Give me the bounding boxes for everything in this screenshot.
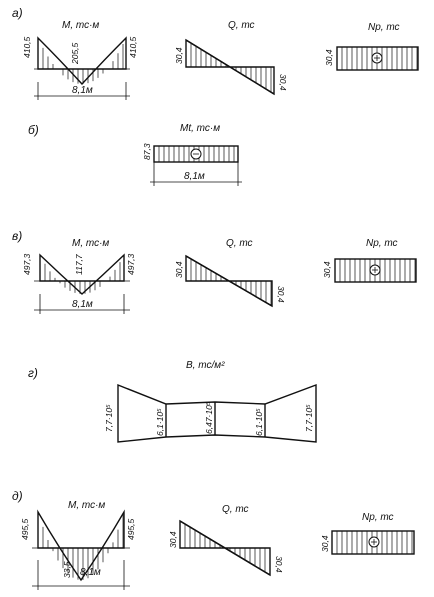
bimoment-title: B, тс/м²: [186, 360, 225, 371]
hatching: [336, 531, 413, 554]
bimoment-outline: [117, 383, 317, 443]
shear-title: Q, тс: [222, 504, 249, 515]
normal-title: Nр, тс: [366, 238, 398, 249]
moment-title: M, тс·м: [68, 500, 105, 511]
normal-rect: [331, 530, 415, 555]
bimoment-diagram: B, тс/м² 7,7·10⁵ 6,1·10⁵ 6,47·10⁵ 6,1·10…: [104, 360, 317, 443]
moment-curve: [37, 509, 125, 582]
torque-diagram: Mt, тс·м ⊖ 87,3 8,1м: [142, 123, 242, 186]
shear-diagram-v: Q, тс 30,4 30,4: [174, 238, 286, 308]
moment-mid-value: 33,5: [62, 561, 72, 578]
moment-diagram-d: M, тс·м 495,5 33,5 495,5 8,1м: [20, 500, 136, 590]
normal-diagram-d: Nр, тс ⊕ 30,4: [320, 512, 415, 555]
section-b-marker: б): [28, 123, 39, 137]
normal-title: Nр, тс: [368, 22, 400, 33]
shear-left-value: 30,4: [174, 47, 184, 64]
bimoment-value-3: 6,47·10⁵: [204, 401, 214, 434]
torque-rect: [153, 145, 239, 163]
span-label: 8,1м: [184, 171, 205, 182]
shear-right-value: 30,4: [276, 286, 286, 303]
moment-right-value: 495,5: [126, 518, 136, 540]
normal-value: 30,4: [320, 535, 330, 552]
shear-title: Q, тс: [226, 238, 253, 249]
moment-curve: [39, 253, 125, 295]
section-v: в) M, тс·м 497,3 117,7 497,3 8,1м Q, тс …: [12, 229, 417, 314]
section-a-marker: а): [12, 6, 23, 20]
moment-right-value: 497,3: [126, 253, 136, 275]
shear-diagram-a: Q, тс 30,4 30,4: [174, 20, 288, 96]
moment-right-value: 410,5: [128, 36, 138, 58]
bimoment-value-4: 6,1·10⁵: [254, 408, 264, 436]
hatching: [184, 524, 266, 572]
torque-title: Mt, тс·м: [180, 123, 220, 134]
span-label: 8,1м: [80, 567, 101, 578]
shear-left-value: 30,4: [174, 261, 184, 278]
section-v-marker: в): [12, 229, 22, 243]
bimoment-value-1: 7,7·10⁵: [104, 404, 114, 432]
moment-diagram-v: M, тс·м 497,3 117,7 497,3 8,1м: [22, 238, 136, 314]
normal-value: 30,4: [322, 261, 332, 278]
shear-right-value: 30,4: [274, 556, 284, 573]
shear-slope: [179, 520, 271, 576]
normal-value: 30,4: [324, 49, 334, 66]
section-b: б) Mt, тс·м ⊖ 87,3 8,1м: [28, 123, 242, 186]
moment-diagram-a: M, тс·м 410,5 205,5 410,5 8,1м: [22, 20, 138, 100]
normal-title: Nр, тс: [362, 512, 394, 523]
section-g: г) B, тс/м² 7,7·10⁵ 6,1·10⁵ 6,47·10⁵ 6,1…: [28, 360, 317, 443]
shear-left-value: 30,4: [168, 531, 178, 548]
span-label: 8,1м: [72, 299, 93, 310]
normal-rect: [336, 46, 419, 71]
shear-right-value: 30,4: [278, 74, 288, 91]
moment-curve: [37, 36, 127, 86]
hatching: [341, 47, 418, 70]
moment-title: M, тс·м: [62, 20, 99, 31]
moment-mid-value: 205,5: [70, 42, 80, 65]
moment-mid-value: 117,7: [74, 254, 84, 275]
hatching: [158, 146, 235, 162]
shear-diagram-d: Q, тс 30,4 30,4: [168, 504, 284, 577]
normal-diagram-v: Nр, тс ⊕ 30,4: [322, 238, 417, 283]
torque-value: 87,3: [142, 143, 152, 160]
moment-left-value: 495,5: [20, 518, 30, 540]
hatching: [190, 258, 272, 306]
section-d: д) M, тс·м 495,5 33,5 495,5 8,1м Q, тс 3…: [12, 489, 415, 590]
span-label: 8,1м: [72, 85, 93, 96]
bimoment-value-2: 6,1·10⁵: [155, 408, 165, 436]
moment-left-value: 410,5: [22, 36, 32, 58]
section-a: а) M, тс·м 410,5 205,5 410,5 8,1м Q, тс …: [12, 6, 419, 100]
bimoment-value-5: 7,7·10⁵: [304, 404, 314, 432]
moment-title: M, тс·м: [72, 238, 109, 249]
hatching: [42, 44, 124, 84]
hatching: [190, 43, 272, 93]
section-g-marker: г): [28, 366, 38, 380]
shear-slope: [185, 255, 273, 307]
normal-diagram-a: Nр, тс ⊕ 30,4: [324, 22, 419, 71]
shear-title: Q, тс: [228, 20, 255, 31]
shear-slope: [185, 39, 275, 95]
moment-left-value: 497,3: [22, 253, 32, 275]
section-d-marker: д): [12, 489, 23, 503]
normal-rect: [334, 258, 417, 283]
